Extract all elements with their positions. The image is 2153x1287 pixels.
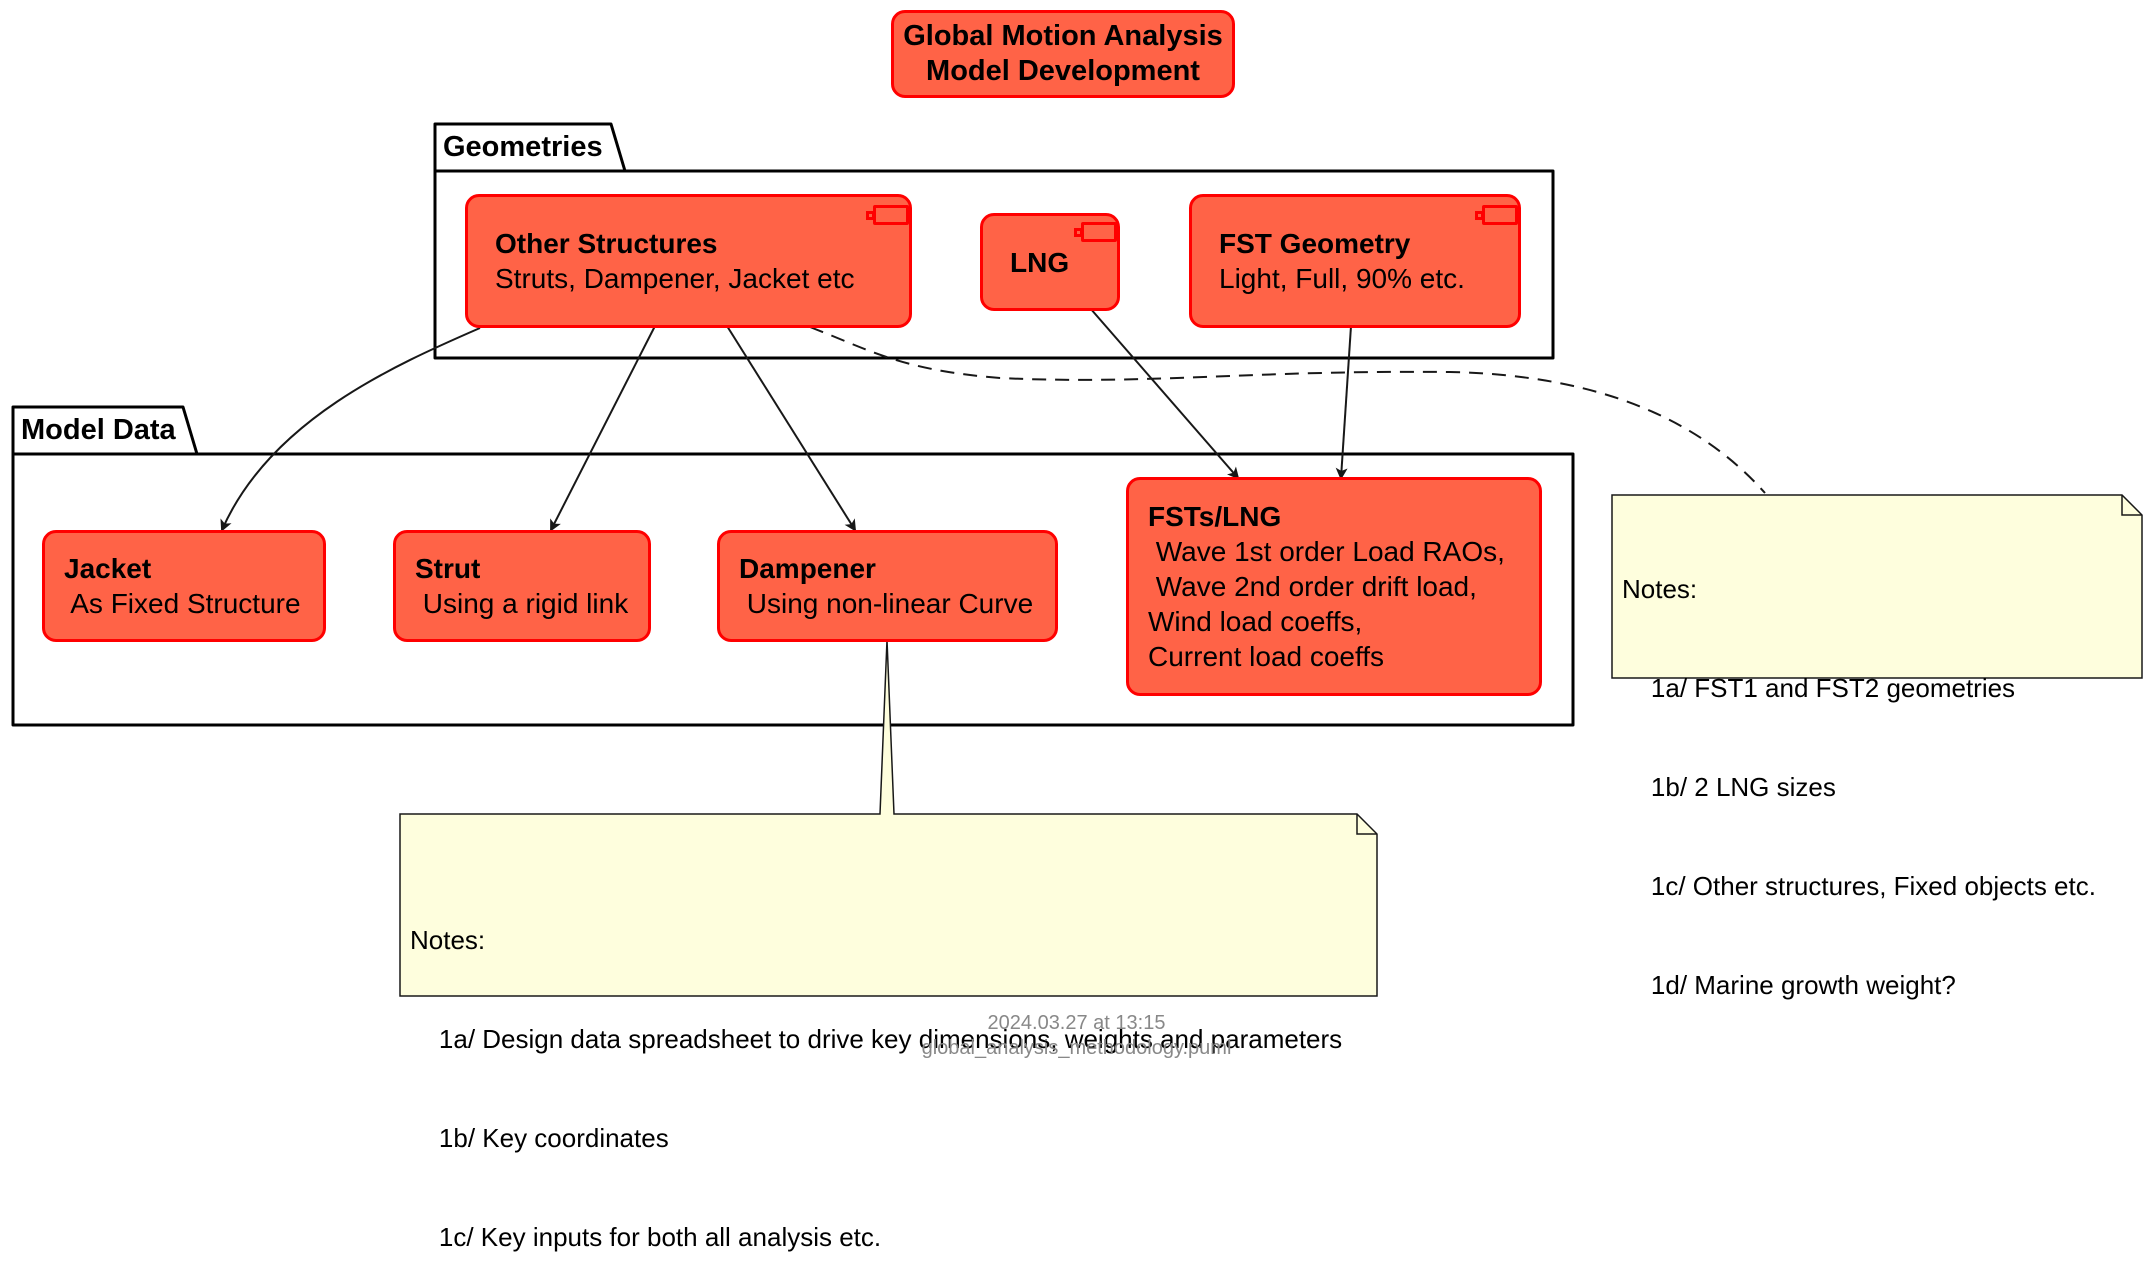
arrow-lng-to-fsts <box>1089 307 1240 480</box>
component-name: Other Structures <box>495 228 718 259</box>
item-line-2: Wave 2nd order drift load, <box>1148 571 1477 602</box>
item-description: As Fixed Structure <box>64 588 301 619</box>
diagram-title-box: Global Motion Analysis Model Development <box>891 10 1235 98</box>
note-line: 1c/ Key inputs for both all analysis etc… <box>410 1222 882 1252</box>
geometry-note: Notes: 1a/ FST1 and FST2 geometries 1b/ … <box>1622 507 2096 1035</box>
component-other-structures: Other Structures Struts, Dampener, Jacke… <box>465 194 912 328</box>
item-name: Strut <box>415 553 481 584</box>
component-name: LNG <box>1010 246 1070 278</box>
note-heading: Notes: <box>1622 574 1698 604</box>
item-line-3: Wind load coeffs, <box>1148 606 1363 637</box>
arrow-fst-to-fsts <box>1335 325 1352 480</box>
arrow-other-to-strut <box>550 325 656 532</box>
note-line: 1b/ Key coordinates <box>410 1123 669 1153</box>
arrow-other-to-dampener <box>726 325 857 532</box>
item-description: Using non-linear Curve <box>739 588 1034 619</box>
title-line-1: Global Motion Analysis <box>903 20 1223 52</box>
component-description: Light, Full, 90% etc. <box>1219 263 1465 294</box>
arrow-other-to-jacket <box>220 327 481 532</box>
component-name: FST Geometry <box>1219 228 1411 259</box>
note-heading: Notes: <box>410 925 486 955</box>
component-icon <box>1074 222 1117 242</box>
note-line: 1c/ Other structures, Fixed objects etc. <box>1622 871 2096 901</box>
component-fst-geometry: FST Geometry Light, Full, 90% etc. <box>1189 194 1521 328</box>
title-line-2: Model Development <box>926 55 1200 87</box>
geometry-note-shape <box>1611 494 2143 679</box>
package-model-data-label: Model Data <box>21 414 176 446</box>
dashed-note-connector <box>809 326 1766 494</box>
component-icon <box>1475 205 1518 225</box>
dampener-note: Notes: 1a/ Design data spreadsheet to dr… <box>410 858 1342 1287</box>
model-item-jacket: Jacket As Fixed Structure <box>42 530 326 642</box>
footer-filename: global_analysis_methodology.puml <box>921 1037 1232 1059</box>
dampener-note-shape <box>399 639 1378 997</box>
note-line: 1d/ Marine growth weight? <box>1622 970 1956 1000</box>
item-name: FSTs/LNG <box>1148 501 1282 532</box>
package-geometries-frame <box>433 122 1555 360</box>
model-item-dampener: Dampener Using non-linear Curve <box>717 530 1058 642</box>
diagram-canvas <box>11 122 2143 997</box>
component-icon <box>866 205 909 225</box>
item-line-1: Wave 1st order Load RAOs, <box>1148 536 1505 567</box>
item-name: Dampener <box>739 553 876 584</box>
item-name: Jacket <box>64 553 152 584</box>
model-item-strut: Strut Using a rigid link <box>393 530 651 642</box>
package-geometries-label: Geometries <box>443 131 603 163</box>
package-model-data-frame <box>11 405 1575 727</box>
item-description: Using a rigid link <box>415 588 629 619</box>
item-line-4: Current load coeffs <box>1148 641 1385 672</box>
note-line: 1b/ 2 LNG sizes <box>1622 772 1836 802</box>
note-line: 1a/ Design data spreadsheet to drive key… <box>410 1024 1343 1054</box>
model-item-fsts-lng: FSTs/LNG Wave 1st order Load RAOs, Wave … <box>1126 477 1542 696</box>
component-description: Struts, Dampener, Jacket etc <box>495 263 855 294</box>
note-line: 1a/ FST1 and FST2 geometries <box>1622 673 2016 703</box>
footer-timestamp: 2024.03.27 at 13:15 <box>987 1012 1166 1034</box>
